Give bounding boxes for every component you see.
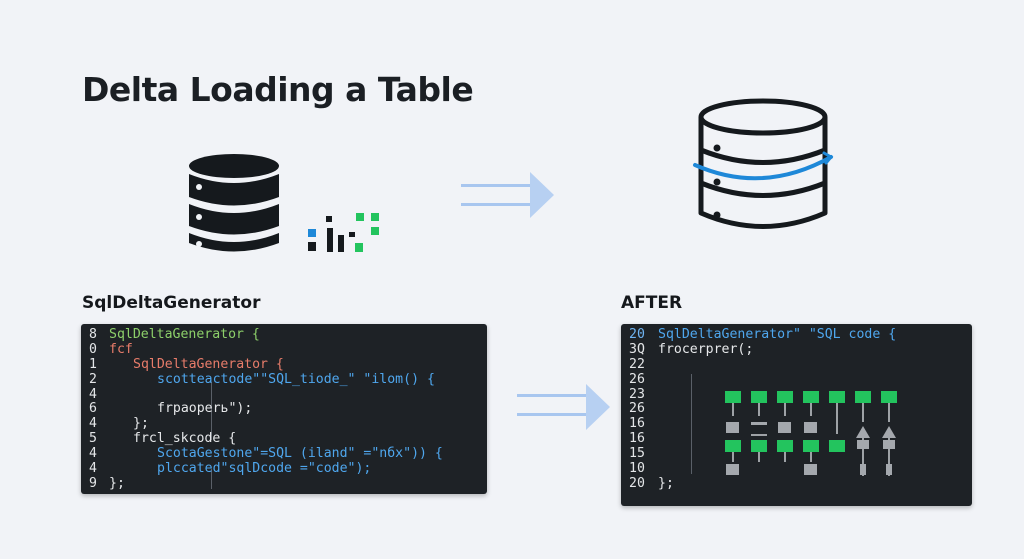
code-text: plcсated"sqlDcode ="code"); [157,461,372,477]
page-title: Delta Loading a Table [82,70,474,109]
code-text: }; [109,475,125,491]
code-line: 0 fcf [81,341,487,358]
line-number: 8 [89,327,97,342]
code-line: 9}; [81,475,487,492]
line-number: 15 [629,446,645,462]
code-line: 5 frcl_skcode { [81,431,487,447]
code-line: 15 [621,446,972,462]
delta-rows-diagram [725,391,897,476]
transform-arrow-icon [517,384,610,430]
code-line: 3Q frocerprer(; [621,341,972,358]
code-line: 10 [621,461,972,477]
line-number: 4 [89,446,97,462]
before-label: SqlDeltaGenerator [82,293,261,313]
code-line: 23 [621,386,972,403]
source-database-icon [189,154,279,252]
code-text: ScotaGestone"=SQL (iland" ="nбx")) { [157,446,443,462]
line-number: 10 [629,461,645,477]
line-number: 5 [89,431,97,447]
line-number: 0 [89,341,97,357]
code-text: fcf [109,341,133,357]
line-number: 4 [89,461,97,477]
line-number: 1 [89,356,97,372]
line-number: 26 [629,401,645,417]
line-number: 16 [629,416,645,432]
code-line: 4 [81,386,487,403]
after-code-panel: 20 SqlDeltaGenerator" "SQL code { 3Q frocer… [621,324,972,506]
line-number: 4 [89,386,97,402]
line-number: 26 [629,371,645,387]
code-text: scottеactode""SQL_tiode_" "ilom() { [157,371,435,387]
code-line: 4}; [81,416,487,432]
code-text: }; [133,416,149,432]
line-number: 2 [89,371,97,387]
code-text: SqlDeltaGenerator" "SQL code { [658,327,897,342]
code-line: 1 SqlDeltaGenerator { [81,356,487,373]
code-line: 2 scottеactode""SQL_tiode_" "ilom() { [81,371,487,388]
code-line: 4 ScotaGestone"=SQL (iland" ="nбx")) { [81,446,487,462]
code-line: 22 [621,356,972,373]
target-database-icon [693,98,834,229]
code-text: frcl_skcode { [133,431,237,447]
code-line: 26 [621,402,972,417]
indent-guide [211,469,212,489]
code-line: 26 [621,371,972,388]
code-line: 20}; [621,475,972,492]
code-text: frpaoperь"); [157,401,253,417]
code-text: SqlDeltaGenerator { [109,327,260,342]
indent-guide [211,382,212,440]
code-line: 8 SqlDeltaGenerator { [81,327,487,343]
line-number: 16 [629,431,645,447]
line-number: 23 [629,386,645,402]
line-number: 3Q [629,341,645,357]
code-line: 16 [621,431,972,447]
indent-guide [691,374,692,474]
code-line: 4 plcсated"sqlDcode ="code"); [81,461,487,477]
after-code-lines: 20 SqlDeltaGenerator" "SQL code { 3Q frocer… [621,327,972,492]
code-text: }; [658,475,674,491]
code-text: frocerprer(; [658,341,754,357]
code-line: 6 frpaoperь"); [81,402,487,417]
line-number: 20 [629,327,645,342]
delta-grid-icon [308,213,379,252]
line-number: 9 [89,475,97,491]
line-number: 4 [89,416,97,432]
code-line: 16 [621,416,972,432]
line-number: 6 [89,401,97,417]
after-label: AFTER [621,293,683,313]
transform-arrow-icon [461,172,554,218]
line-number: 22 [629,356,645,372]
code-text: SqlDeltaGenerator { [133,356,284,372]
line-number: 20 [629,475,645,491]
code-line: 20 SqlDeltaGenerator" "SQL code { [621,327,972,343]
